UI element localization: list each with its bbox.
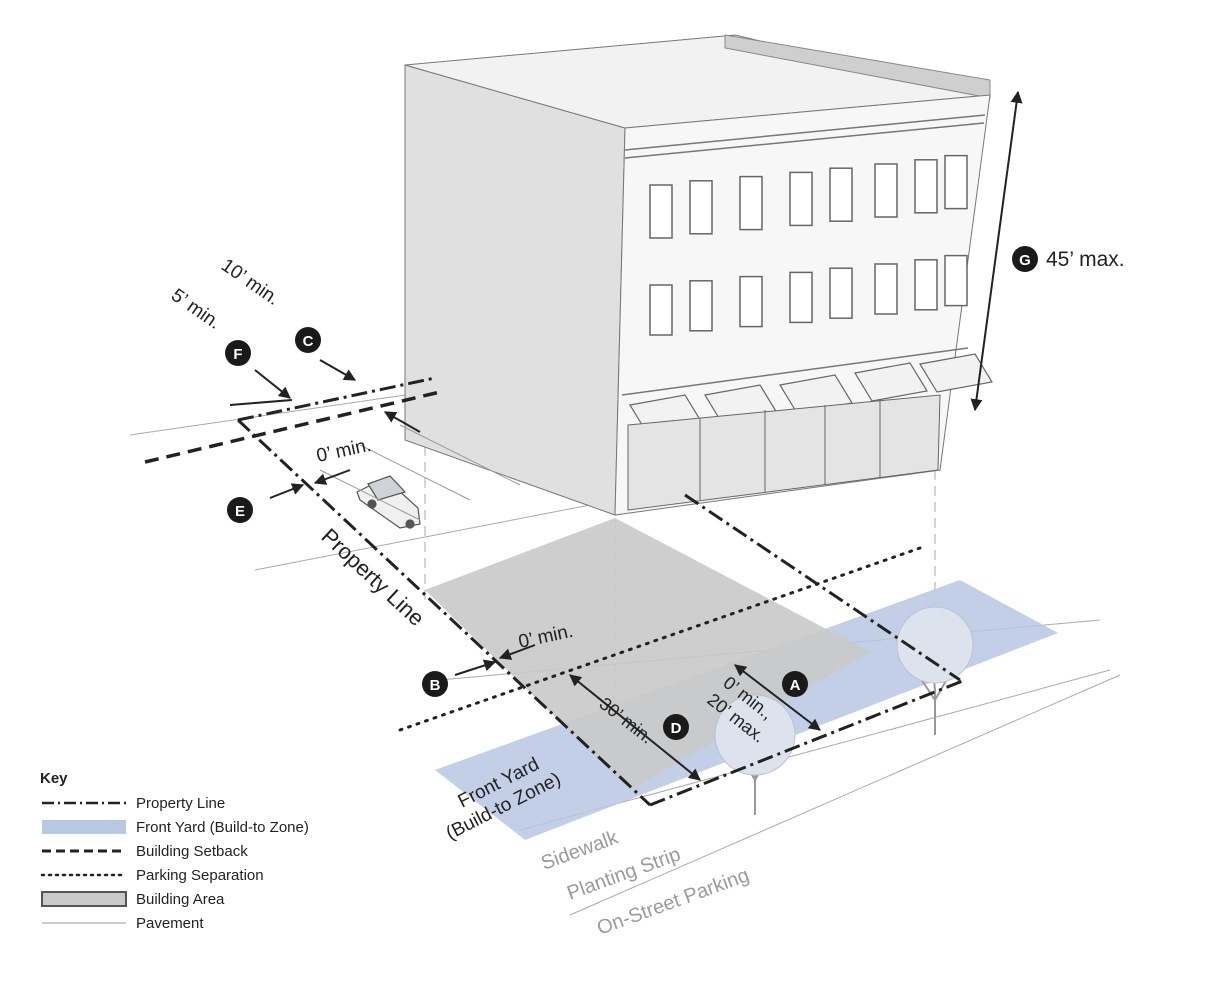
legend-item-parking-separation: Parking Separation	[40, 863, 370, 887]
dashed-line-icon	[40, 843, 128, 859]
legend-item-front-yard: Front Yard (Build-to Zone)	[40, 815, 370, 839]
svg-text:B: B	[430, 677, 441, 694]
svg-text:E: E	[235, 503, 245, 520]
thin-line-icon	[40, 915, 128, 931]
rear-line-gap-label: 0’ min.	[315, 435, 373, 467]
side-separation-label: 5’ min.	[167, 285, 224, 334]
storefront	[627, 394, 941, 511]
window	[689, 280, 713, 332]
window	[874, 263, 898, 315]
legend-item-building-area: Building Area	[40, 887, 370, 911]
svg-text:G: G	[1019, 252, 1031, 269]
legend-label: Parking Separation	[136, 866, 264, 884]
legend-label: Property Line	[136, 794, 226, 812]
building-windows	[649, 154, 968, 336]
window	[914, 159, 938, 214]
window	[649, 184, 673, 239]
window	[914, 259, 938, 311]
legend-label: Pavement	[136, 914, 204, 932]
marker-f: F	[225, 340, 251, 366]
window	[789, 271, 813, 324]
awning	[854, 362, 928, 402]
marker-g: G	[1012, 246, 1038, 272]
window	[689, 180, 713, 235]
legend-label: Building Area	[136, 890, 225, 908]
marker-d: D	[663, 714, 689, 740]
legend-item-property-line: Property Line	[40, 791, 370, 815]
dimension-arrows	[229, 90, 1023, 781]
svg-text:C: C	[303, 333, 314, 350]
window	[789, 171, 813, 227]
parking-stalls	[319, 424, 521, 521]
window	[944, 254, 968, 307]
height-label: 45’ max.	[1046, 248, 1125, 271]
window	[829, 167, 853, 222]
gray-box-icon	[40, 891, 128, 907]
window	[739, 275, 763, 328]
building-side-face	[404, 64, 626, 516]
marker-b: B	[422, 671, 448, 697]
marker-a: A	[782, 671, 808, 697]
blue-fill-icon	[40, 819, 128, 835]
svg-text:A: A	[790, 677, 801, 694]
window	[829, 267, 853, 319]
legend-label: Front Yard (Build-to Zone)	[136, 818, 309, 836]
legend-item-building-setback: Building Setback	[40, 839, 370, 863]
marker-c: C	[295, 327, 321, 353]
window	[739, 175, 763, 231]
svg-text:F: F	[233, 346, 242, 363]
parking-separation-line	[398, 546, 922, 732]
window	[944, 154, 968, 210]
building-area	[425, 518, 870, 790]
legend-label: Building Setback	[136, 842, 248, 860]
legend-title: Key	[40, 770, 68, 787]
marker-e: E	[227, 497, 253, 523]
svg-text:D: D	[671, 720, 682, 737]
rear-setback-label: 10’ min.	[217, 255, 283, 310]
dotted-line-icon	[40, 867, 128, 883]
parked-car	[356, 475, 421, 529]
building-cornice	[621, 114, 986, 396]
window	[649, 284, 673, 336]
legend-item-pavement: Pavement	[40, 911, 370, 935]
dash-dot-line-icon	[40, 795, 128, 811]
window	[874, 163, 898, 218]
legend: Key Property Line Front Yard (Build-to Z…	[40, 770, 370, 935]
building-setback-line	[144, 390, 441, 464]
